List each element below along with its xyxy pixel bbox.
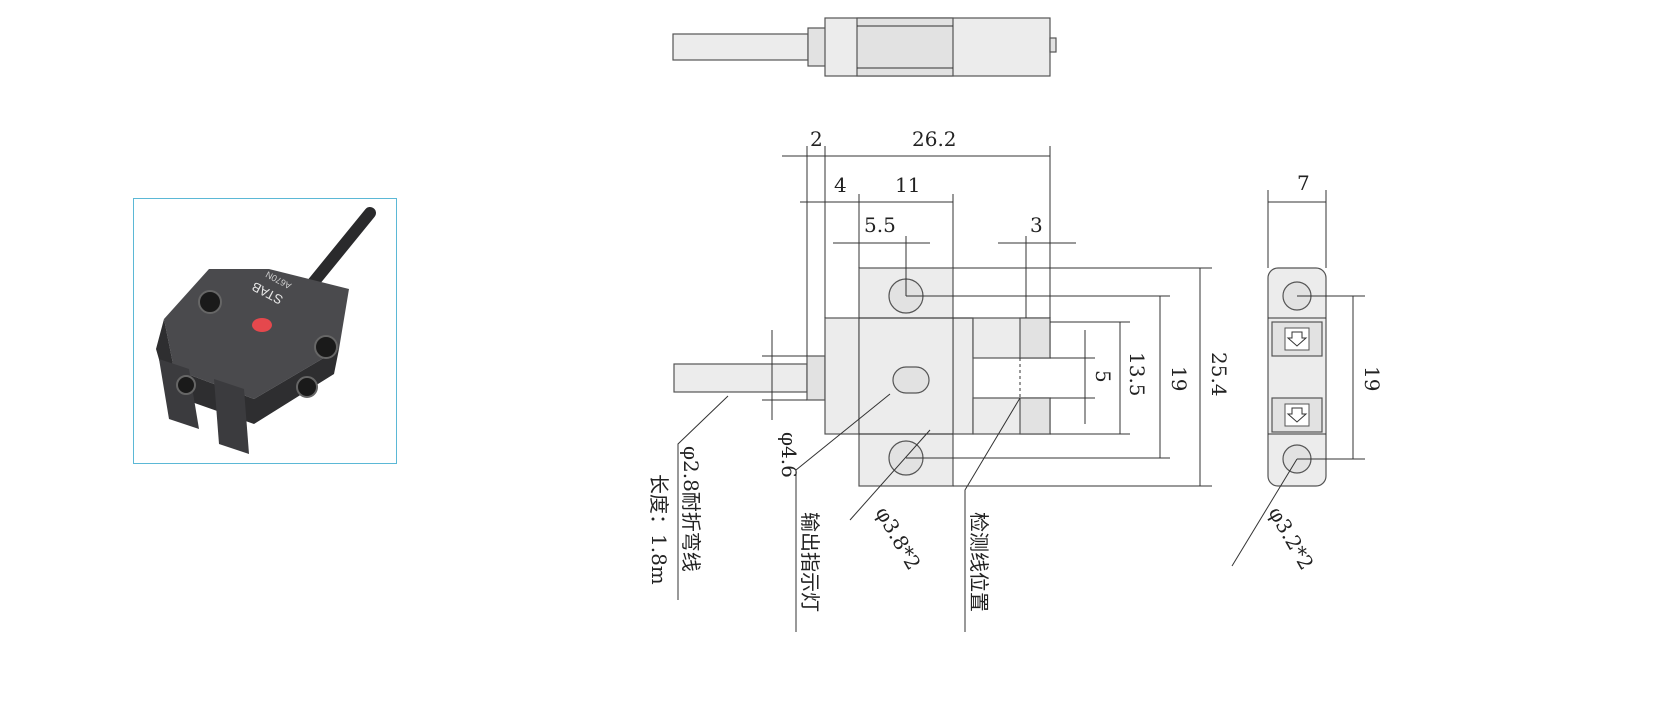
front-cable bbox=[673, 363, 808, 393]
note-cable-spec: φ2.8耐折弯线 bbox=[679, 446, 703, 572]
dim-cable-offset: 2 bbox=[810, 127, 823, 151]
note-detect-line: 检测线位置 bbox=[967, 512, 991, 612]
dim-overall-width: 26.2 bbox=[912, 127, 957, 151]
top-view-cable-boot bbox=[807, 27, 827, 67]
mount-hole-photo-2 bbox=[314, 335, 338, 359]
dim-total-height: 25.4 bbox=[1207, 352, 1231, 397]
top-view-cable bbox=[672, 33, 809, 61]
dim-body-step: 4 bbox=[834, 173, 847, 197]
top-view bbox=[672, 17, 1057, 77]
arrow-down-icon bbox=[1286, 331, 1308, 347]
dim-mount-width: 11 bbox=[895, 173, 920, 197]
mount-hole-photo-3 bbox=[296, 376, 318, 398]
dim-slot-offset: 3 bbox=[1030, 213, 1043, 237]
dim-hole-pitch: 19 bbox=[1167, 366, 1191, 391]
dim-side-hole-pitch: 19 bbox=[1360, 366, 1384, 391]
side-view bbox=[1267, 267, 1327, 487]
sensor-arm-right bbox=[214, 379, 249, 454]
mount-hole-photo-1 bbox=[198, 290, 222, 314]
arrow-down-icon bbox=[1286, 407, 1308, 423]
dimension-labels: 26.2 2 4 11 5.5 3 7 5 13.5 19 25.4 19 φ4… bbox=[647, 127, 1384, 612]
dim-arm-span: 13.5 bbox=[1125, 352, 1149, 397]
indicator-led bbox=[252, 318, 272, 332]
note-mount-hole: φ3.8*2 bbox=[871, 503, 926, 574]
front-cable-boot bbox=[806, 355, 826, 401]
dim-slot-gap: 5 bbox=[1091, 370, 1115, 383]
sensor-body-side bbox=[156, 319, 339, 424]
sensor-photo: STAB A670N bbox=[156, 207, 376, 454]
dim-cable-dia: φ4.6 bbox=[777, 432, 801, 478]
note-indicator: 输出指示灯 bbox=[798, 512, 822, 612]
top-view-mount bbox=[856, 17, 954, 77]
dimension-lines bbox=[677, 146, 1365, 632]
note-cable-length: 长度：1.8m bbox=[647, 474, 671, 585]
front-indicator bbox=[892, 366, 930, 394]
note-side-hole: φ3.2*2 bbox=[1264, 503, 1319, 574]
product-photo-frame: STAB A670N bbox=[133, 198, 397, 464]
dim-hole-center: 5.5 bbox=[864, 213, 896, 237]
dim-side-thickness: 7 bbox=[1297, 171, 1310, 195]
front-view bbox=[673, 267, 1051, 487]
mount-hole-photo-4 bbox=[176, 375, 196, 395]
